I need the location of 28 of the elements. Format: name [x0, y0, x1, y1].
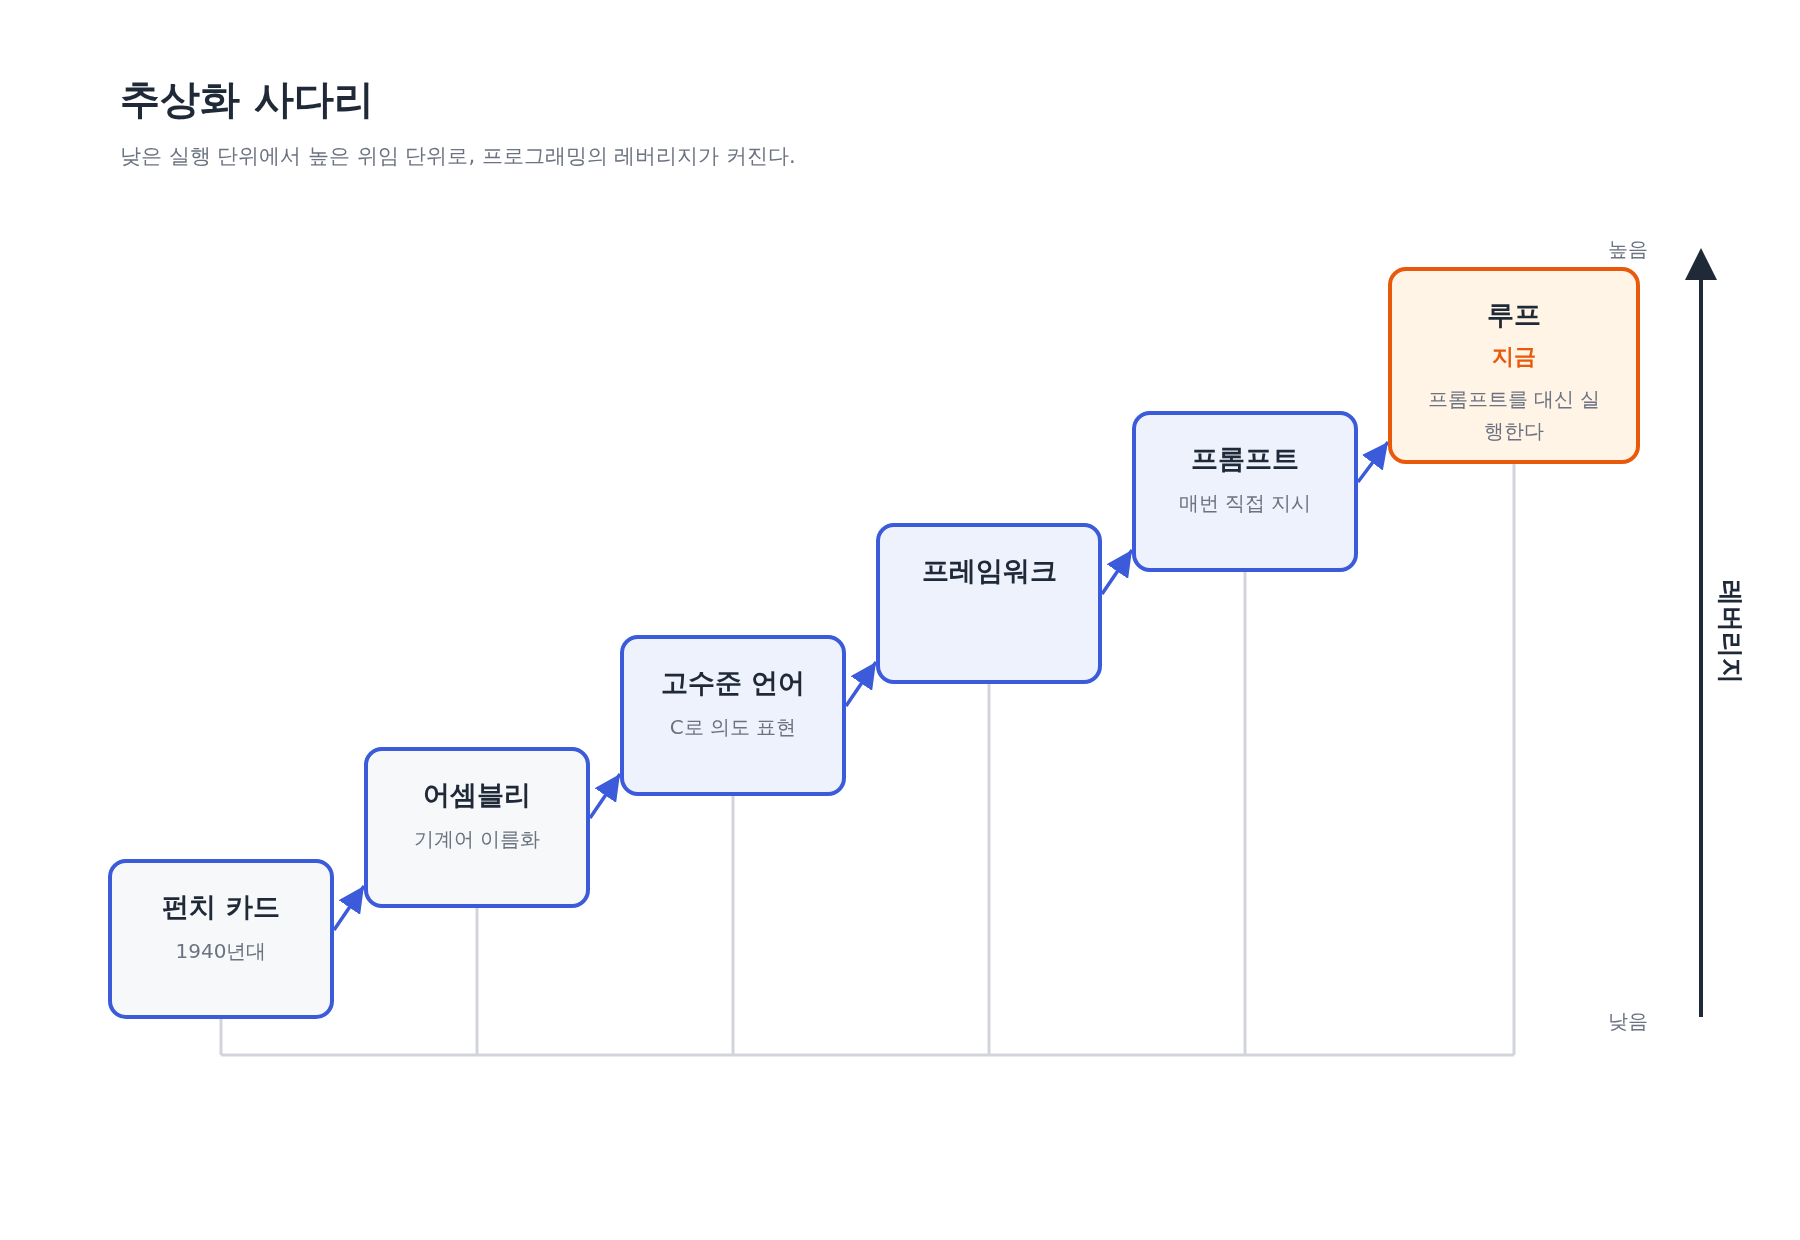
step-box [1388, 267, 1640, 464]
step-title: 어셈블리 [423, 778, 531, 812]
step-description: 매번 직접 지시 [1178, 490, 1312, 517]
step-box [364, 747, 590, 908]
step-description: 1940년대 [175, 938, 267, 965]
step-title: 펀치 카드 [162, 890, 280, 924]
arrow [332, 885, 366, 931]
step-description: 프롬프트를 대신 실행한다 [1426, 386, 1602, 445]
diagram-title: 추상화 사다리 [120, 75, 374, 124]
arrow [844, 661, 878, 707]
status-tag: 지금 [1492, 341, 1536, 373]
step-box [876, 523, 1102, 684]
arrow [588, 773, 622, 819]
step-box [108, 859, 334, 1019]
step-title: 프레임워크 [921, 554, 1057, 588]
step-title: 고수준 언어 [660, 666, 806, 700]
step-title: 프롬프트 [1191, 442, 1299, 476]
axis-low-label: 낮음 [1608, 1008, 1648, 1035]
arrow [1356, 440, 1390, 484]
axis-title: 레버리지 [1714, 580, 1747, 684]
step-description: 기계어 이름화 [413, 826, 541, 853]
subtitle: 낮은 실행 단위에서 높은 위임 단위로, 프로그래밍의 레버리지가 커진다. [120, 143, 796, 170]
step-box [1132, 411, 1358, 572]
arrow [1100, 549, 1134, 595]
axis-high-label: 높음 [1608, 236, 1648, 263]
step-box [620, 635, 846, 796]
step-title: 루프 [1487, 298, 1541, 332]
step-description: C로 의도 표현 [669, 714, 797, 741]
